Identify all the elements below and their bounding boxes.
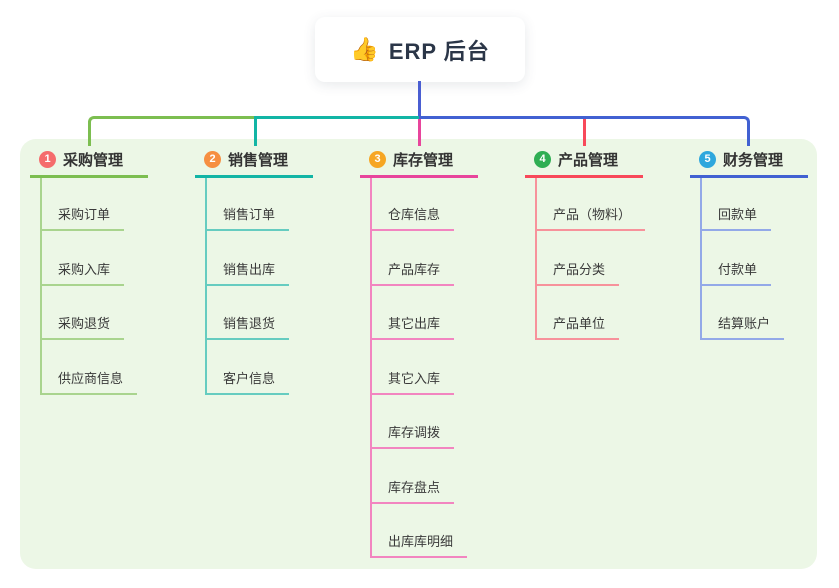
child-node[interactable]: 库存盘点	[370, 473, 455, 504]
branch-header-finance[interactable]: 5 财务管理	[690, 144, 808, 178]
branch-spine	[205, 178, 207, 395]
branch-header-sales[interactable]: 2 销售管理	[195, 144, 313, 178]
child-node[interactable]: 库存调拨	[370, 418, 455, 449]
branch-label: 采购管理	[63, 152, 124, 169]
child-node[interactable]: 产品库存	[370, 255, 455, 286]
root-node[interactable]: 👍 ERP 后台	[315, 17, 525, 82]
connector-root-drop	[418, 81, 421, 119]
branch-spine	[700, 178, 702, 340]
connector-branch-inventory	[418, 119, 421, 146]
child-node[interactable]: 产品（物料）	[535, 200, 646, 231]
child-node[interactable]: 结算账户	[700, 309, 785, 340]
child-node[interactable]: 出库库明细	[370, 527, 468, 558]
badge-5: 5	[699, 151, 716, 168]
badge-4: 4	[534, 151, 551, 168]
connector-branch-product	[583, 119, 586, 146]
branch-label: 销售管理	[228, 152, 289, 169]
branch-header-product[interactable]: 4 产品管理	[525, 144, 643, 178]
child-node[interactable]: 付款单	[700, 255, 772, 286]
child-node[interactable]: 仓库信息	[370, 200, 455, 231]
child-node[interactable]: 销售退货	[205, 309, 290, 340]
root-title: ERP 后台	[388, 38, 490, 64]
branch-label: 财务管理	[723, 152, 784, 169]
child-node[interactable]: 销售出库	[205, 255, 290, 286]
connector-branch-sales	[254, 116, 419, 146]
child-node[interactable]: 其它出库	[370, 309, 455, 340]
badge-1: 1	[39, 151, 56, 168]
connector-branch-finance	[419, 116, 750, 146]
branch-spine	[370, 178, 372, 558]
branches-panel	[20, 139, 817, 569]
child-node[interactable]: 采购订单	[40, 200, 125, 231]
badge-3: 3	[369, 151, 386, 168]
branch-label: 产品管理	[558, 152, 619, 169]
child-node[interactable]: 产品分类	[535, 255, 620, 286]
branch-spine	[535, 178, 537, 340]
child-node[interactable]: 回款单	[700, 200, 772, 231]
child-node[interactable]: 供应商信息	[40, 364, 138, 395]
badge-2: 2	[204, 151, 221, 168]
child-node[interactable]: 产品单位	[535, 309, 620, 340]
child-node[interactable]: 其它入库	[370, 364, 455, 395]
branch-label: 库存管理	[393, 152, 454, 169]
child-node[interactable]: 销售订单	[205, 200, 290, 231]
branch-spine	[40, 178, 42, 395]
child-node[interactable]: 采购退货	[40, 309, 125, 340]
thumbs-up-icon: 👍	[350, 36, 379, 62]
branch-header-inventory[interactable]: 3 库存管理	[360, 144, 478, 178]
child-node[interactable]: 客户信息	[205, 364, 290, 395]
branch-header-purchase[interactable]: 1 采购管理	[30, 144, 148, 178]
child-node[interactable]: 采购入库	[40, 255, 125, 286]
connector-branch-purchase	[88, 116, 255, 146]
